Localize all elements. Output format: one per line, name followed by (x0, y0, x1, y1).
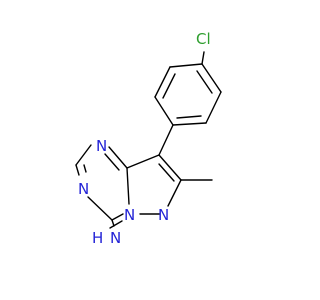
amine-group-label: H N (92, 229, 121, 247)
bonds (75, 51, 222, 229)
bond-ring1-6 (169, 63, 203, 68)
bond-pz-1 (158, 154, 182, 181)
bond-tz-2 (75, 144, 92, 166)
bond-tz-5 (111, 213, 124, 221)
nitrogen-label-bridgehead: N (124, 206, 135, 224)
nitrogen-label-triazine-top: N (96, 137, 107, 155)
bond-cl-c (201, 51, 205, 65)
molecule-structure: Cl N N N N H N (75, 30, 222, 247)
bond-tz-3-inner (83, 164, 87, 173)
bond-pz-5 (126, 154, 160, 169)
bond-ring1-4 (154, 96, 174, 126)
nitrogen-label-pyrazole: N (158, 206, 169, 224)
bond-ring1-2 (205, 91, 222, 124)
amine-hydrogen-label: H (92, 229, 103, 247)
bond-ring1-3-inner (176, 115, 202, 119)
bond-pz-2 (167, 179, 182, 207)
bond-tz-3 (75, 164, 80, 176)
bond-pz-1-inner (158, 163, 175, 182)
bond-ring1-5 (154, 66, 171, 98)
chlorine-label: Cl (196, 30, 211, 48)
amine-nitrogen-label: N (110, 229, 121, 247)
bond-tz-1 (108, 146, 128, 169)
bond-amine (111, 219, 115, 227)
nitrogen-label-triazine-left: N (78, 180, 89, 198)
bond-tz-1-inner (104, 153, 120, 171)
bond-ring1-1-inner (196, 70, 213, 94)
bond-pz-4 (126, 167, 130, 205)
bond-ring1-1 (201, 63, 222, 93)
bond-ring1-5-inner (162, 73, 176, 99)
atom-labels: Cl N N N N H N (78, 30, 211, 247)
bond-ring1-3 (172, 122, 207, 126)
bond-tz-4 (87, 196, 113, 221)
bond-aryl-link (158, 124, 174, 156)
bond-tz-5-inner (109, 220, 123, 229)
